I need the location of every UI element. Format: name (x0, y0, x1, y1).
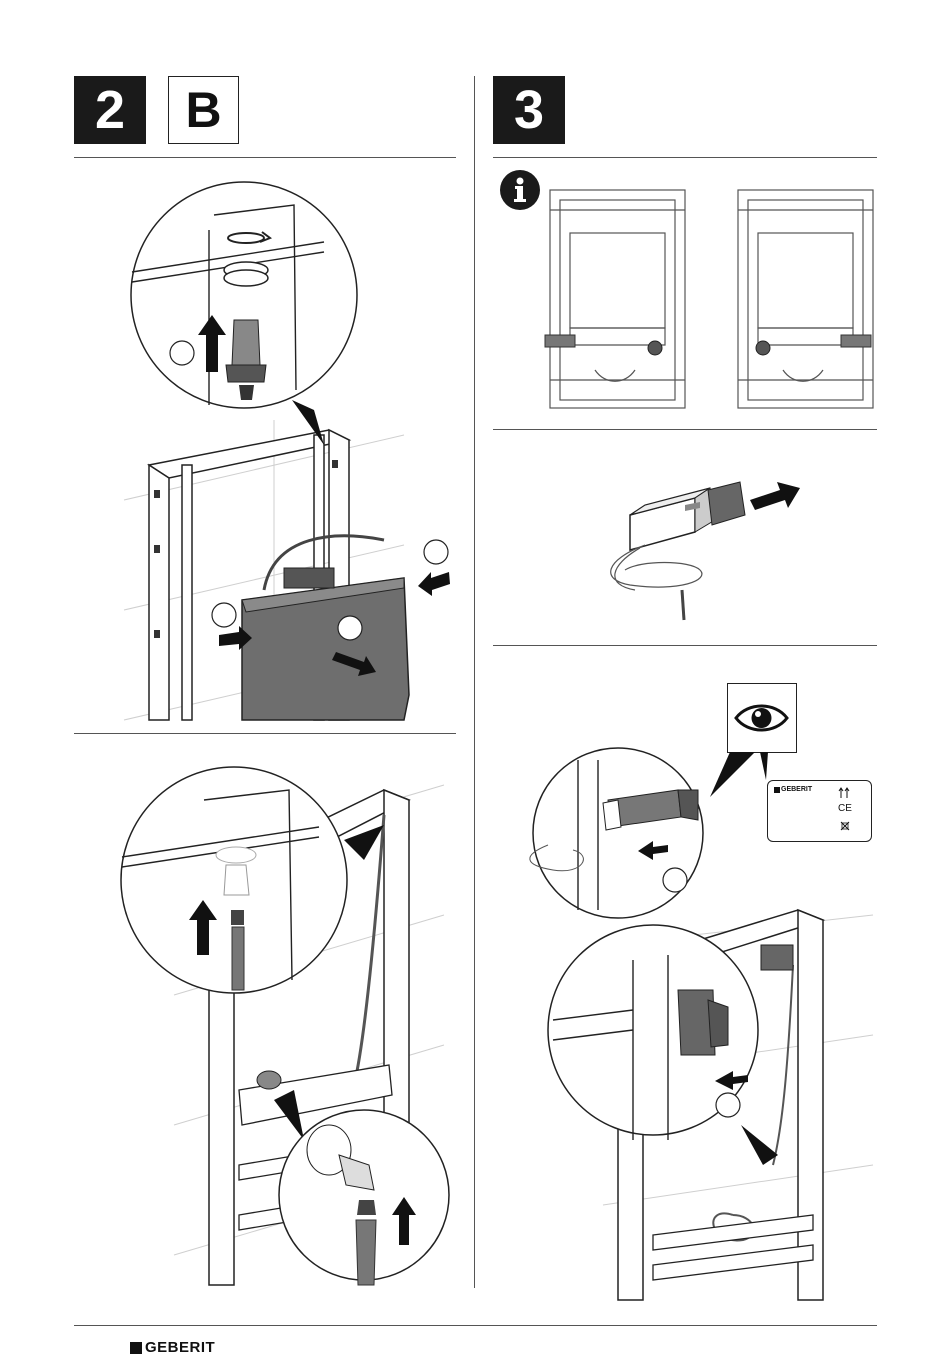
footer-brand-logo: GEBERIT (130, 1339, 215, 1356)
divider-left-top (74, 157, 456, 158)
step-number-2: 2 (74, 76, 146, 144)
illustration-step3-bottom (493, 745, 877, 1315)
divider-left-middle (74, 733, 456, 734)
eye-icon (727, 683, 797, 753)
frame-variant-left-diagram (545, 185, 690, 410)
variant-label-b: B (168, 76, 239, 144)
illustration-step2-top (74, 160, 456, 730)
variant-label-b-text: B (185, 81, 221, 139)
info-icon (500, 170, 540, 210)
step-number-3: 3 (493, 76, 565, 144)
receiver-module-diagram (600, 460, 810, 635)
divider-right-1 (493, 429, 877, 430)
column-divider (474, 76, 475, 1288)
frame-variant-right-diagram (733, 185, 878, 410)
divider-right-2 (493, 645, 877, 646)
step-number-2-label: 2 (95, 79, 125, 141)
divider-right-top (493, 157, 877, 158)
divider-bottom (74, 1325, 877, 1326)
step-number-3-label: 3 (514, 79, 544, 141)
illustration-step2-bottom (74, 745, 456, 1315)
footer-brand-text: GEBERIT (145, 1339, 215, 1356)
brand-square-icon (130, 1342, 142, 1354)
